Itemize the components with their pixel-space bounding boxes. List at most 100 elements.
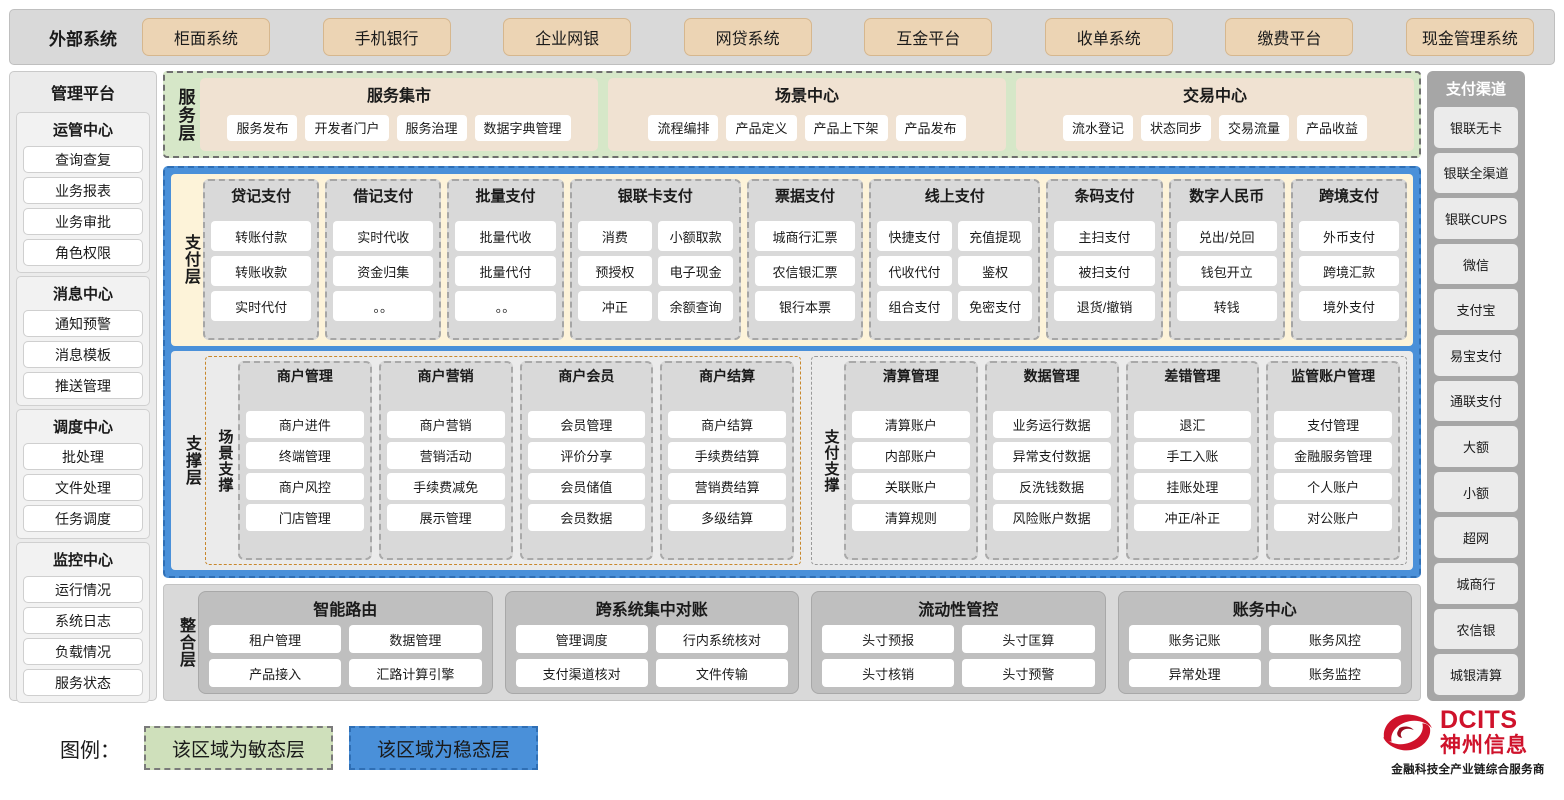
payment-capability-chip[interactable]: 鉴权 xyxy=(957,256,1033,286)
service-capability-chip[interactable]: 产品收益 xyxy=(1297,114,1368,141)
management-menu-item[interactable]: 文件处理 xyxy=(23,474,143,501)
external-system-chip[interactable]: 现金管理系统 xyxy=(1405,18,1534,56)
payment-channel-chip[interactable]: 易宝支付 xyxy=(1434,335,1518,376)
payment-channel-chip[interactable]: 小额 xyxy=(1434,471,1518,513)
payment-capability-chip[interactable]: 资金归集 xyxy=(333,256,434,286)
external-system-chip[interactable]: 收单系统 xyxy=(1044,18,1173,56)
integration-capability-chip[interactable]: 头寸核销 xyxy=(822,659,955,687)
service-capability-chip[interactable]: 交易流量 xyxy=(1219,114,1290,141)
payment-capability-chip[interactable]: 预授权 xyxy=(577,256,653,286)
integration-capability-chip[interactable]: 头寸匡算 xyxy=(962,625,1095,653)
support-capability-chip[interactable]: 门店管理 xyxy=(246,504,364,531)
payment-capability-chip[interactable]: 充值提现 xyxy=(957,221,1033,251)
integration-capability-chip[interactable]: 头寸预报 xyxy=(822,625,955,653)
service-capability-chip[interactable]: 产品定义 xyxy=(726,114,797,141)
external-system-chip[interactable]: 缴费平台 xyxy=(1225,18,1354,56)
payment-capability-chip[interactable]: 主扫支付 xyxy=(1054,221,1155,251)
payment-capability-chip[interactable]: 退货/撤销 xyxy=(1054,291,1155,321)
integration-capability-chip[interactable]: 头寸预警 xyxy=(962,659,1095,687)
support-capability-chip[interactable]: 展示管理 xyxy=(386,504,505,531)
management-menu-item[interactable]: 角色权限 xyxy=(23,239,143,266)
management-menu-item[interactable]: 系统日志 xyxy=(23,607,143,634)
external-system-chip[interactable]: 网贷系统 xyxy=(683,18,812,56)
payment-capability-chip[interactable]: 组合支付 xyxy=(877,291,952,321)
payment-channel-chip[interactable]: 农信银 xyxy=(1434,608,1518,650)
payment-channel-chip[interactable]: 超网 xyxy=(1434,517,1518,559)
support-capability-chip[interactable]: 多级结算 xyxy=(668,504,786,531)
external-system-chip[interactable]: 柜面系统 xyxy=(142,18,270,56)
payment-channel-chip[interactable]: 城银清算 xyxy=(1434,654,1518,695)
support-capability-chip[interactable]: 业务运行数据 xyxy=(992,411,1111,438)
integration-capability-chip[interactable]: 账务监控 xyxy=(1268,659,1401,687)
support-capability-chip[interactable]: 反洗钱数据 xyxy=(992,473,1111,500)
support-capability-chip[interactable]: 金融服务管理 xyxy=(1274,442,1392,469)
support-capability-chip[interactable]: 关联账户 xyxy=(852,473,970,500)
integration-capability-chip[interactable]: 文件传输 xyxy=(655,659,788,687)
payment-capability-chip[interactable]: 小额取款 xyxy=(658,221,733,251)
support-capability-chip[interactable]: 手续费结算 xyxy=(668,442,786,469)
support-capability-chip[interactable]: 手工入账 xyxy=(1133,442,1252,469)
payment-capability-chip[interactable]: 。。 xyxy=(333,291,434,321)
payment-capability-chip[interactable]: 代收代付 xyxy=(877,256,952,286)
service-capability-chip[interactable]: 数据字典管理 xyxy=(474,114,571,141)
payment-capability-chip[interactable]: 余额查询 xyxy=(658,291,733,321)
management-menu-item[interactable]: 消息模板 xyxy=(23,341,143,368)
payment-capability-chip[interactable]: 银行本票 xyxy=(754,291,856,321)
payment-capability-chip[interactable]: 境外支付 xyxy=(1298,291,1400,321)
payment-capability-chip[interactable]: 实时代收 xyxy=(333,221,434,251)
payment-capability-chip[interactable]: 外币支付 xyxy=(1298,221,1400,251)
payment-capability-chip[interactable]: 兑出/兑回 xyxy=(1176,221,1277,251)
support-capability-chip[interactable]: 会员数据 xyxy=(527,504,646,531)
support-capability-chip[interactable]: 挂账处理 xyxy=(1133,473,1252,500)
payment-channel-chip[interactable]: 支付宝 xyxy=(1434,289,1518,331)
integration-capability-chip[interactable]: 行内系统核对 xyxy=(655,625,788,653)
management-menu-item[interactable]: 业务审批 xyxy=(23,208,143,235)
integration-capability-chip[interactable]: 异常处理 xyxy=(1128,659,1261,687)
service-capability-chip[interactable]: 流水登记 xyxy=(1062,114,1133,141)
management-menu-item[interactable]: 服务状态 xyxy=(23,669,143,696)
support-capability-chip[interactable]: 会员管理 xyxy=(527,411,646,438)
service-capability-chip[interactable]: 流程编排 xyxy=(648,114,719,141)
payment-capability-chip[interactable]: 快捷支付 xyxy=(877,221,952,251)
support-capability-chip[interactable]: 商户风控 xyxy=(246,473,364,500)
payment-channel-chip[interactable]: 大额 xyxy=(1434,426,1518,467)
support-capability-chip[interactable]: 异常支付数据 xyxy=(992,442,1111,469)
support-capability-chip[interactable]: 评价分享 xyxy=(527,442,646,469)
payment-capability-chip[interactable]: 农信银汇票 xyxy=(754,256,856,286)
management-menu-item[interactable]: 查询查复 xyxy=(23,146,143,173)
payment-capability-chip[interactable]: 跨境汇款 xyxy=(1298,256,1400,286)
service-capability-chip[interactable]: 开发者门户 xyxy=(305,114,389,141)
payment-channel-chip[interactable]: 银联CUPS xyxy=(1434,198,1518,239)
payment-channel-chip[interactable]: 城商行 xyxy=(1434,563,1518,604)
service-capability-chip[interactable]: 状态同步 xyxy=(1140,114,1211,141)
payment-capability-chip[interactable]: 转账付款 xyxy=(211,221,312,251)
management-menu-item[interactable]: 负载情况 xyxy=(23,638,143,665)
support-capability-chip[interactable]: 商户结算 xyxy=(668,411,786,438)
support-capability-chip[interactable]: 个人账户 xyxy=(1274,473,1392,500)
payment-capability-chip[interactable]: 批量代收 xyxy=(455,221,556,251)
management-menu-item[interactable]: 批处理 xyxy=(23,443,143,470)
payment-capability-chip[interactable]: 钱包开立 xyxy=(1176,256,1277,286)
payment-capability-chip[interactable]: 。。 xyxy=(455,291,556,321)
support-capability-chip[interactable]: 支付管理 xyxy=(1274,411,1392,438)
payment-channel-chip[interactable]: 银联全渠道 xyxy=(1434,152,1518,194)
payment-channel-chip[interactable]: 通联支付 xyxy=(1434,380,1518,422)
integration-capability-chip[interactable]: 汇路计算引擎 xyxy=(349,659,482,687)
support-capability-chip[interactable]: 冲正/补正 xyxy=(1133,504,1252,531)
support-capability-chip[interactable]: 会员储值 xyxy=(527,473,646,500)
service-capability-chip[interactable]: 产品发布 xyxy=(895,114,966,141)
payment-capability-chip[interactable]: 消费 xyxy=(577,221,653,251)
payment-capability-chip[interactable]: 实时代付 xyxy=(211,291,312,321)
payment-channel-chip[interactable]: 银联无卡 xyxy=(1434,107,1518,148)
external-system-chip[interactable]: 手机银行 xyxy=(322,18,451,56)
support-capability-chip[interactable]: 终端管理 xyxy=(246,442,364,469)
support-capability-chip[interactable]: 商户进件 xyxy=(246,411,364,438)
payment-capability-chip[interactable]: 批量代付 xyxy=(455,256,556,286)
service-capability-chip[interactable]: 服务治理 xyxy=(396,114,467,141)
management-menu-item[interactable]: 通知预警 xyxy=(23,310,143,337)
integration-capability-chip[interactable]: 产品接入 xyxy=(209,659,342,687)
support-capability-chip[interactable]: 对公账户 xyxy=(1274,504,1392,531)
support-capability-chip[interactable]: 清算规则 xyxy=(852,504,970,531)
management-menu-item[interactable]: 推送管理 xyxy=(23,372,143,399)
external-system-chip[interactable]: 互金平台 xyxy=(864,18,993,56)
